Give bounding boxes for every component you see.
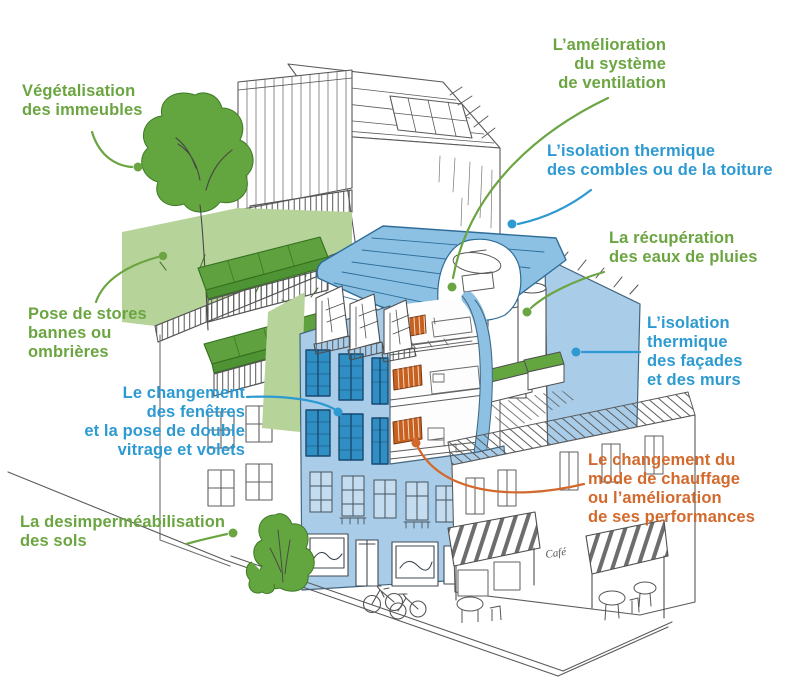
label-facades: L’isolation thermique des façades et des… [647,314,743,389]
leader-desimpermeabilisation [184,528,238,546]
cutaway-interior [389,291,493,473]
leader-lines [90,96,642,546]
radiator-icon [392,364,423,391]
sidewalk-table [456,596,502,623]
left-windows [207,405,273,507]
cafe-awning [585,519,669,619]
shuttered-window [305,349,389,465]
leader-stores [94,251,168,304]
leader-vegetalisation [90,130,143,172]
leader-eaux-pluies [522,270,606,317]
label-chauffage: Le changement du mode de chauffage ou l’… [588,451,755,526]
radiator-icon [392,416,423,445]
label-eaux-pluies: La récupération des eaux de pluies [609,229,758,266]
neighbour-windows [465,435,664,515]
bicycles-icon [362,585,427,620]
cafe-tables [598,581,657,621]
awning-store-banne [197,236,331,323]
label-ventilation: L’amélioration du système de ventilation [552,36,666,92]
cafe-sign: Café [545,546,569,561]
label-vegetalisation: Végétalisation des immeubles [22,82,143,119]
label-combles: L’isolation thermique des combles ou de … [547,142,773,179]
left-building [237,69,353,229]
leader-facades [571,347,642,357]
cafe-awning [447,511,541,601]
label-desimpermeabilisation: La desimperméabilisation des sols [20,513,226,550]
leader-ventilation [447,96,610,292]
label-stores: Pose de stores bannes ou ombrières [28,305,147,361]
tree-icon [141,92,254,331]
right-building: Café [447,391,696,621]
label-fenetres: Le changement des fenêtres et la pose de… [84,384,245,459]
leader-chauffage [411,438,586,494]
roof-dormers [313,285,417,363]
bush-icon [245,513,315,595]
leader-combles [507,188,593,229]
garden-wedge [262,292,305,432]
roof-tiles-texture [490,390,578,434]
leader-fenetres [245,395,343,417]
sketch-windows [309,471,457,529]
